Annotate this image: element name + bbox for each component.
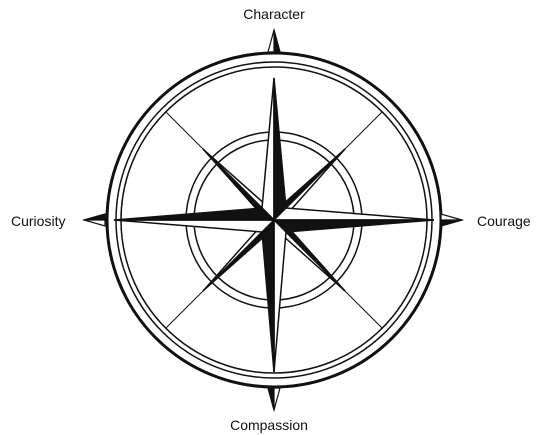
cardinal-star-points	[114, 78, 434, 372]
label-west: Curiosity	[11, 213, 65, 229]
label-east: Courage	[477, 213, 531, 229]
label-south: Compassion	[0, 417, 538, 433]
label-north: Character	[0, 6, 538, 22]
